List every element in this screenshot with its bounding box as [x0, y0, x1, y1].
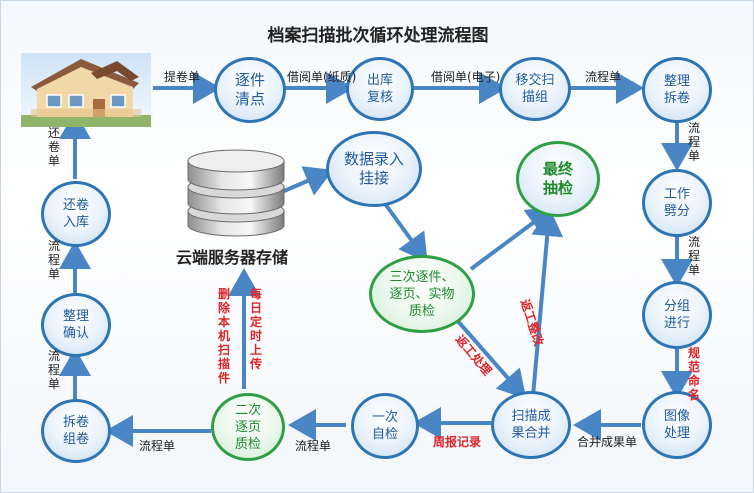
node-group: 分组进行 — [642, 281, 712, 349]
label-upload: 每日定时上传 — [249, 287, 262, 371]
label-flow-r2: 流程单 — [687, 235, 700, 277]
label-zhoubao: 周报记录 — [433, 435, 482, 449]
node-transfer: 移交扫描组 — [499, 57, 571, 121]
label-paper: 借阅单(纸质) — [287, 70, 357, 84]
node-tidy-confirm: 整理确认 — [41, 293, 111, 357]
node-unpack: 整理拆卷 — [642, 57, 712, 123]
arrow-db-to-entry — [283, 166, 334, 196]
house-icon — [21, 53, 151, 127]
label-flow-r1: 流程单 — [687, 121, 700, 163]
node-split: 工作劈分 — [642, 169, 712, 237]
node-sort-check: 逐件清点 — [214, 57, 286, 123]
node-final-check: 最终抽检 — [516, 141, 600, 217]
node-self-check: 一次自检 — [351, 393, 419, 459]
node-out-review: 出库复核 — [346, 57, 414, 121]
node-merge: 扫描成果合并 — [491, 391, 571, 459]
arrow-third-to-final — [469, 206, 556, 271]
label-guifan: 规范命名 — [687, 346, 700, 402]
node-return-store: 还卷入库 — [41, 181, 111, 247]
arrow-merge-to-final — [531, 208, 564, 397]
node-data-entry: 数据录入挂接 — [326, 131, 422, 207]
label-delete: 删除本机扫描件 — [217, 287, 230, 385]
label-flow-b2: 流程单 — [139, 439, 176, 453]
arrow-entry-to-third — [381, 199, 428, 263]
node-third-check: 三次逐件、逐页、实物质检 — [369, 255, 475, 333]
arrow-third-to-merge — [454, 317, 527, 400]
label-flow-l1: 流程单 — [47, 349, 60, 391]
label-electronic: 借阅单(电子) — [431, 70, 501, 84]
label-hebing: 合并成果单 — [577, 435, 638, 449]
database-icon — [187, 149, 285, 237]
diagram-title: 档案扫描批次循环处理流程图 — [267, 26, 489, 46]
label-huanjuan: 还卷单 — [47, 126, 60, 168]
node-second-check: 二次逐页质检 — [211, 393, 285, 461]
label-tijuan: 提卷单 — [164, 70, 201, 84]
node-repack: 拆卷组卷 — [41, 399, 111, 463]
label-flow-top: 流程单 — [585, 70, 622, 84]
label-flow-l2: 流程单 — [47, 239, 60, 281]
node-image-proc: 图像处理 — [642, 391, 712, 459]
storage-label: 云端服务器存储 — [176, 248, 289, 267]
label-flow-b1: 流程单 — [295, 439, 332, 453]
